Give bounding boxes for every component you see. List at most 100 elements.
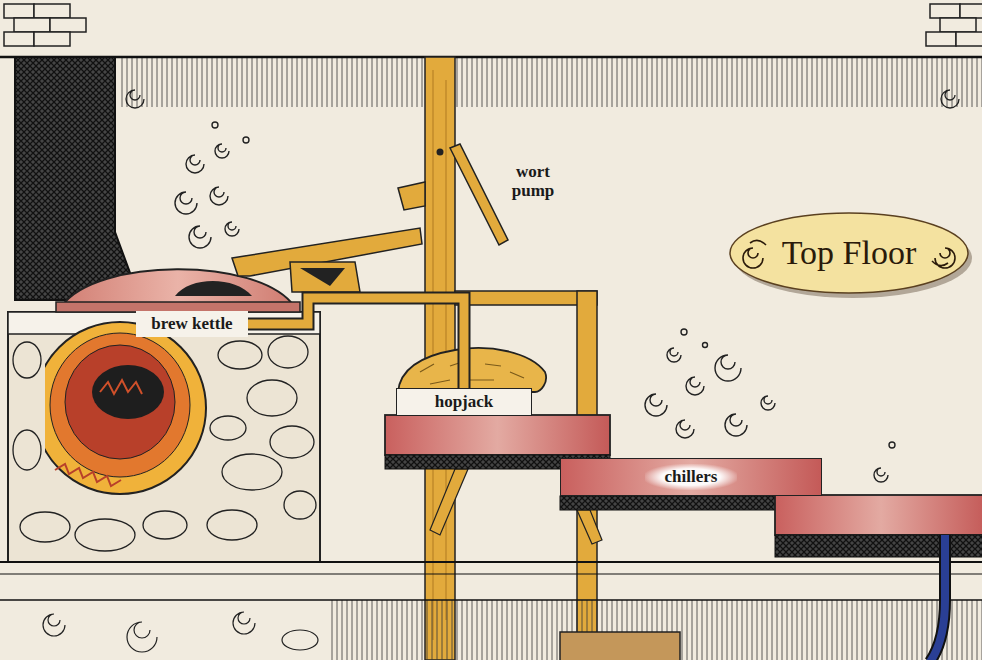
- coals: [92, 365, 164, 419]
- bubble: [212, 122, 218, 128]
- kettle-lid: [62, 269, 294, 306]
- swirl: [667, 348, 681, 362]
- stone: [282, 630, 318, 650]
- brick: [50, 18, 86, 32]
- vessel-label: hopjack: [396, 388, 532, 416]
- vessel-label: brew kettle: [136, 311, 248, 337]
- swirl: [210, 187, 228, 205]
- ornament: [932, 248, 955, 268]
- wood-grain: [446, 80, 447, 620]
- swirl: [676, 420, 694, 438]
- tray-shadow: [560, 496, 822, 510]
- steam: [175, 122, 249, 248]
- tray: [385, 415, 610, 455]
- stone: [222, 454, 282, 490]
- swirl: [725, 414, 747, 436]
- stone: [268, 336, 308, 368]
- swirl: [645, 394, 667, 416]
- swirl: [215, 144, 229, 158]
- text-group: brew kettle: [151, 314, 232, 334]
- stone: [13, 342, 41, 378]
- stone: [207, 510, 257, 540]
- lid-shadow: [175, 281, 252, 296]
- junction-shadow: [300, 268, 345, 286]
- title-oval: Top Floor: [728, 211, 970, 295]
- text-group: Top Floor: [782, 233, 917, 272]
- text-group: chillers: [645, 464, 738, 490]
- wooden-post: [425, 57, 455, 660]
- node-text: Top Floor: [782, 233, 917, 272]
- bubble: [681, 329, 687, 335]
- brick: [940, 18, 976, 32]
- stone: [75, 519, 135, 551]
- pipe-connector: [248, 298, 464, 388]
- swirl: [941, 90, 959, 108]
- hops-texture: [420, 360, 524, 384]
- fire-ring: [45, 322, 206, 494]
- pump-handle: [450, 144, 508, 245]
- blue-pipe: [930, 535, 945, 660]
- node-text: hopjack: [435, 392, 494, 412]
- pipe-junction: [290, 262, 360, 292]
- barrel: [560, 632, 680, 660]
- wood-grain: [433, 70, 434, 640]
- brace: [430, 469, 468, 535]
- bubble: [889, 442, 895, 448]
- swirl: [715, 355, 741, 381]
- stones: [13, 336, 316, 551]
- fire-core: [65, 345, 175, 459]
- fire: [45, 322, 206, 494]
- ornament: [743, 240, 766, 268]
- floor-hatch: [330, 600, 982, 660]
- brick: [4, 4, 34, 18]
- swirl: [189, 226, 211, 248]
- swirl: [186, 155, 204, 173]
- ceiling-line: [0, 56, 982, 59]
- stone: [13, 430, 41, 470]
- pump-nozzle: [398, 182, 425, 210]
- chiller-tray: chillers: [560, 458, 822, 496]
- brick: [960, 4, 982, 18]
- brick-corner: [4, 4, 982, 46]
- brick: [4, 32, 34, 46]
- swirl: [874, 468, 888, 482]
- stone: [270, 426, 314, 458]
- brace: [577, 510, 602, 544]
- stone: [20, 512, 70, 542]
- swirl: [126, 90, 144, 108]
- part-name: wort pump: [502, 163, 564, 200]
- swirl: [175, 192, 197, 214]
- ceiling-hatch: [120, 57, 982, 107]
- tray-hatch: [560, 496, 822, 510]
- brick: [34, 32, 70, 46]
- pipe-outline: [248, 298, 464, 388]
- label-box: wort pump: [502, 163, 564, 200]
- brick: [34, 4, 70, 18]
- tray-hatch: [775, 535, 982, 557]
- hops-pile: [398, 348, 546, 392]
- stone: [210, 416, 246, 440]
- flame: [100, 380, 142, 394]
- swirl: [225, 222, 239, 236]
- stone-wall: [8, 312, 320, 562]
- pump-pipe: [232, 228, 422, 276]
- bolt: [437, 149, 444, 156]
- stone: [218, 341, 262, 369]
- chimney-hatch: [15, 57, 140, 300]
- bubble: [243, 137, 249, 143]
- stone: [247, 380, 297, 416]
- swirl: [43, 614, 65, 636]
- brick: [930, 4, 960, 18]
- tray: [775, 495, 982, 535]
- floor-line: [0, 599, 982, 601]
- brick: [14, 18, 50, 32]
- swirl: [233, 612, 255, 634]
- fire-ring: [50, 333, 190, 477]
- stone: [143, 511, 187, 539]
- brick: [956, 32, 982, 46]
- floor-line: [0, 573, 982, 574]
- floor-line: [0, 561, 982, 563]
